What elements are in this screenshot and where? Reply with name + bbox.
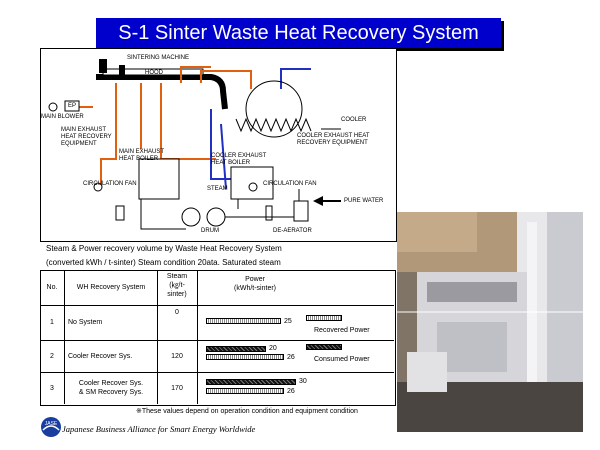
caption-line-2: (converted kWh / t-sinter) Steam conditi… [46,258,281,267]
legend-consumed-swatch [306,344,342,350]
row-3-recovered-label: 26 [287,388,295,395]
process-diagram: SINTERING MACHINE HOOD EP MAIN BLOWER CO… [40,48,397,242]
footnote: ※These values depend on operation condit… [136,408,358,415]
label-main-exhaust-boiler: MAIN EXHAUST HEAT BOILER [119,149,165,162]
header-system: WH Recovery System [76,284,146,291]
slide-title: S-1 Sinter Waste Heat Recovery System [96,18,501,48]
label-sintering-machine: SINTERING MACHINE [127,55,190,61]
legend-consumed-label: Consumed Power [314,356,370,363]
row-2-system: Cooler Recover Sys. [68,353,133,360]
row-2-consumed-label: 20 [269,345,277,352]
row-1-recovered-bar [206,318,281,324]
row-3-consumed-bar [206,379,296,385]
label-cooler-exhaust-boiler: COOLER EXHAUST HEAT BOILER [211,153,267,166]
row-2-consumed-bar [206,346,266,352]
legend-recovered-label: Recovered Power [314,327,370,334]
jase-logo-text: JASE [45,421,58,427]
row-1-recovered-label: 25 [284,318,292,325]
row-1-no: 1 [50,319,54,326]
row-1-system: No System [68,319,103,326]
label-circulation-fan-left: CIRCULATION FAN [83,181,137,187]
row-2-recovered-label: 26 [287,354,295,361]
plant-photo [397,212,583,432]
process-flow-drawing [48,59,341,230]
recovery-table [40,270,396,406]
label-drum: DRUM [201,228,219,234]
brand-name: Japanese Business Alliance for Smart Ene… [62,424,256,434]
row-2-no: 2 [50,353,54,360]
row-2-steam: 120 [171,353,183,360]
header-power: Power (kWh/t-sinter) [234,276,276,292]
row-1-steam: 0 [175,309,179,316]
row-3-recovered-bar [206,388,284,394]
row-3-steam: 170 [171,385,183,392]
label-hood: HOOD [145,70,163,76]
legend-recovered-swatch [306,315,342,321]
label-main-exhaust-equipment: MAIN EXHAUST HEAT RECOVERY EQUIPMENT [61,127,112,147]
row-3-no: 3 [50,385,54,392]
jase-logo: JASE [41,417,61,437]
label-pure-water: PURE WATER [344,198,384,204]
label-ep: EP [68,103,77,109]
header-steam: Steam (㎏/t- sinter) [166,273,188,298]
plant-photo-image [397,212,583,432]
row-2-recovered-bar [206,354,284,360]
label-cooler: COOLER [341,117,367,123]
header-no: No. [46,284,58,291]
label-main-blower: MAIN BLOWER [41,114,84,120]
row-3-consumed-label: 30 [299,378,307,385]
caption-line-1: Steam & Power recovery volume by Waste H… [46,244,282,253]
label-circulation-fan-right: CIRCULATION FAN [263,181,317,187]
label-steam: STEAM [207,186,228,192]
row-3-system: Cooler Recover Sys. & SM Recovery Sys. [78,380,144,396]
label-de-aerator: DE-AERATOR [273,228,312,234]
label-cooler-exhaust-equipment: COOLER EXHAUST HEAT RECOVERY EQUIPMENT [297,133,370,146]
